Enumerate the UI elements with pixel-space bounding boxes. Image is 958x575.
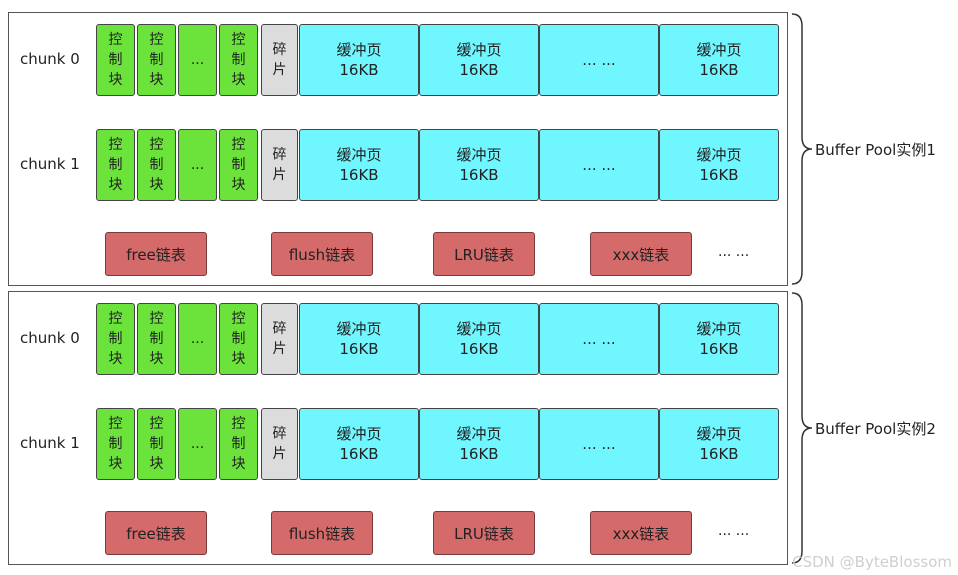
buffer-page-ellipsis: ... ... [539, 24, 659, 96]
control-block: 控 制 块 [219, 129, 258, 201]
fragment-block: 碎 片 [261, 24, 298, 96]
control-block: 控 制 块 [219, 303, 258, 375]
control-block-ellipsis: ... [178, 408, 217, 480]
list-box: xxx链表 [590, 232, 692, 276]
chunk-label: chunk 1 [20, 434, 80, 452]
buffer-page: 缓冲页 16KB [419, 303, 539, 375]
watermark: CSDN @ByteBlossom [792, 553, 952, 571]
buffer-page: 缓冲页 16KB [659, 408, 779, 480]
chunk-label: chunk 0 [20, 329, 80, 347]
list-box: flush链表 [271, 232, 373, 276]
fragment-block: 碎 片 [261, 408, 298, 480]
list-box: free链表 [105, 232, 207, 276]
control-block: 控 制 块 [137, 408, 176, 480]
control-block: 控 制 块 [219, 24, 258, 96]
chunk-label: chunk 1 [20, 155, 80, 173]
list-box: flush链表 [271, 511, 373, 555]
buffer-pool-label: Buffer Pool实例1 [815, 141, 936, 159]
buffer-page: 缓冲页 16KB [299, 303, 419, 375]
control-block: 控 制 块 [137, 24, 176, 96]
control-block: 控 制 块 [219, 408, 258, 480]
control-block: 控 制 块 [96, 129, 135, 201]
control-block: 控 制 块 [137, 303, 176, 375]
control-block-ellipsis: ... [178, 129, 217, 201]
buffer-pool-label: Buffer Pool实例2 [815, 420, 936, 438]
list-box: LRU链表 [433, 232, 535, 276]
list-box: LRU链表 [433, 511, 535, 555]
buffer-page: 缓冲页 16KB [299, 408, 419, 480]
control-block-ellipsis: ... [178, 303, 217, 375]
lists-ellipsis: ... ... [718, 244, 750, 260]
control-block: 控 制 块 [96, 24, 135, 96]
buffer-page: 缓冲页 16KB [299, 24, 419, 96]
buffer-page: 缓冲页 16KB [659, 303, 779, 375]
buffer-page-ellipsis: ... ... [539, 408, 659, 480]
buffer-page: 缓冲页 16KB [659, 129, 779, 201]
lists-ellipsis: ... ... [718, 523, 750, 539]
control-block: 控 制 块 [96, 408, 135, 480]
buffer-page: 缓冲页 16KB [419, 129, 539, 201]
buffer-page-ellipsis: ... ... [539, 303, 659, 375]
list-box: free链表 [105, 511, 207, 555]
buffer-page: 缓冲页 16KB [299, 129, 419, 201]
control-block: 控 制 块 [137, 129, 176, 201]
chunk-label: chunk 0 [20, 50, 80, 68]
buffer-page: 缓冲页 16KB [659, 24, 779, 96]
brace-icon [791, 292, 813, 564]
buffer-page: 缓冲页 16KB [419, 24, 539, 96]
control-block-ellipsis: ... [178, 24, 217, 96]
list-box: xxx链表 [590, 511, 692, 555]
fragment-block: 碎 片 [261, 129, 298, 201]
brace-icon [791, 13, 813, 285]
control-block: 控 制 块 [96, 303, 135, 375]
fragment-block: 碎 片 [261, 303, 298, 375]
buffer-page-ellipsis: ... ... [539, 129, 659, 201]
buffer-page: 缓冲页 16KB [419, 408, 539, 480]
